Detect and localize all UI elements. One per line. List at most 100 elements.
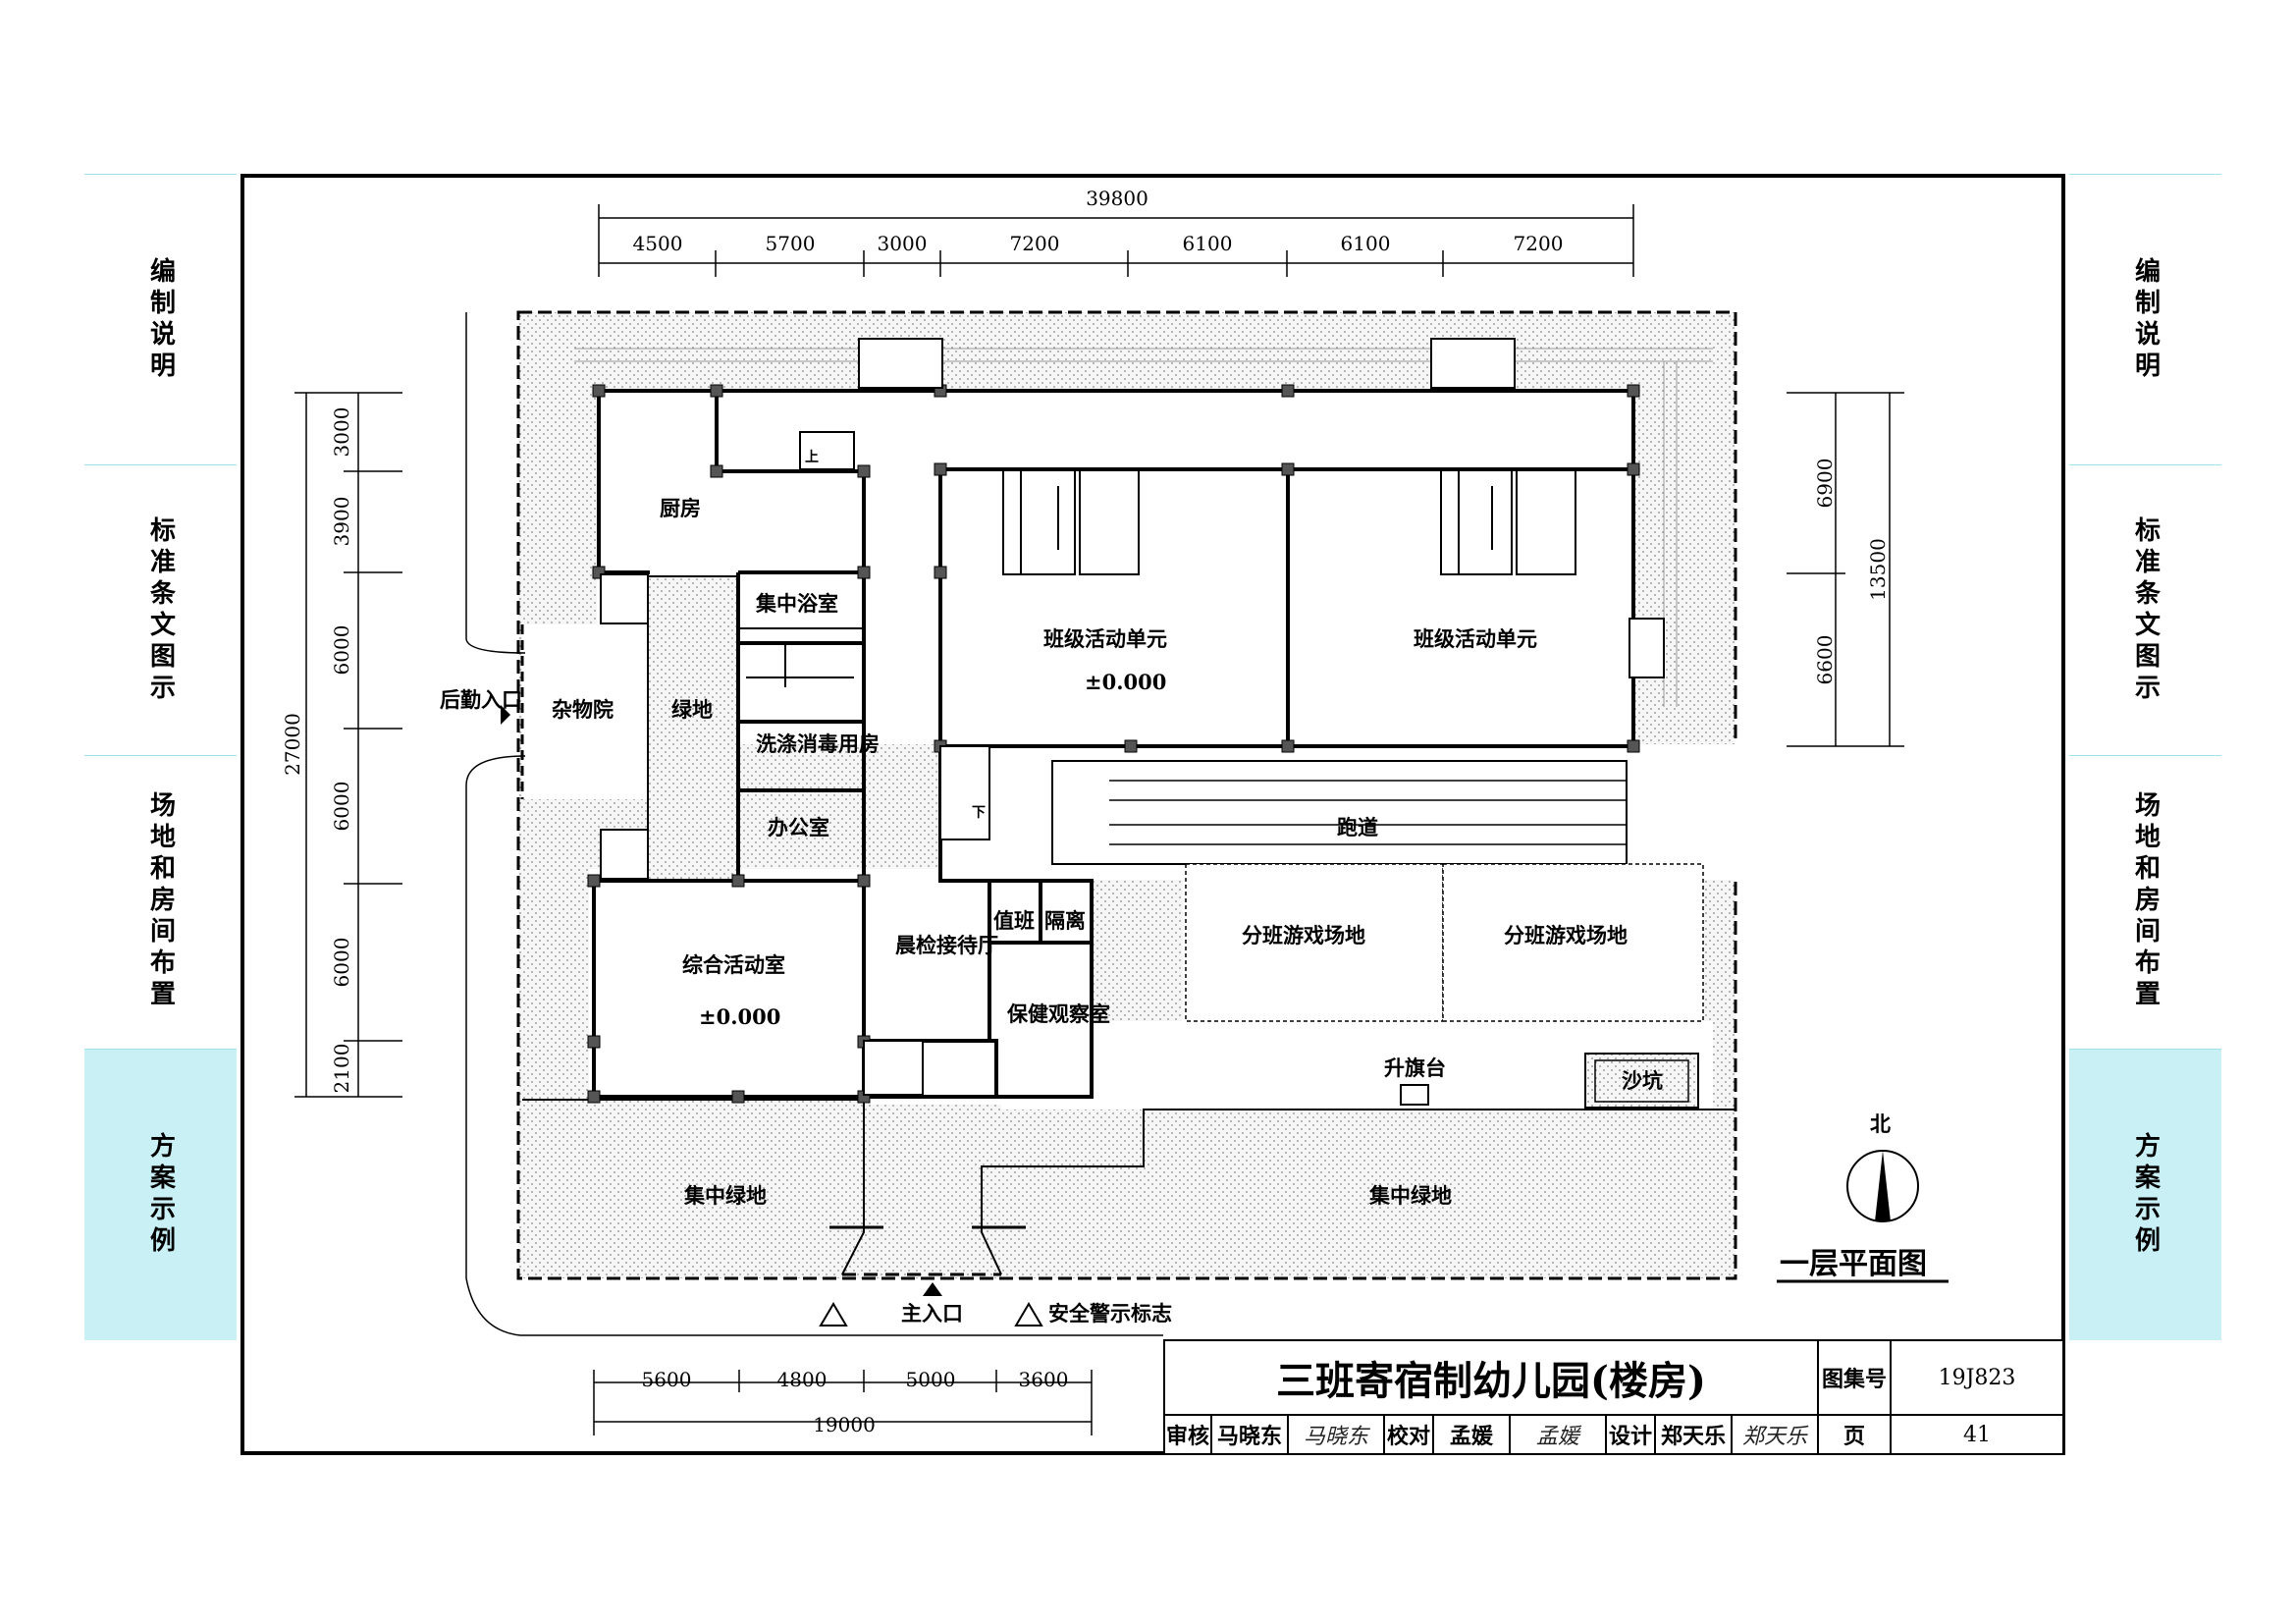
- dim-left: 6000: [330, 938, 353, 988]
- sandpit-label: 沙坑: [1622, 1068, 1663, 1093]
- dim-left: 3900: [330, 497, 353, 547]
- dim-bottom: 5600: [642, 1368, 692, 1391]
- room-office: 办公室: [768, 815, 829, 839]
- green-label-2: 集中绿地: [1368, 1183, 1452, 1208]
- dim-top: 6100: [1183, 232, 1233, 255]
- dim-right: 6900: [1813, 459, 1837, 509]
- nav-label: 标准条文图示: [145, 516, 176, 705]
- stairs: [600, 338, 1665, 1096]
- road-edge: [465, 312, 1163, 1336]
- drawing-set-title: 三班寄宿制幼儿园(楼房): [1163, 1339, 1819, 1416]
- main-entry-label: 主入口: [901, 1301, 963, 1326]
- dim-bottom-total: 19000: [813, 1413, 876, 1436]
- dim-top: 7200: [1514, 232, 1564, 255]
- room-bath: 集中浴室: [755, 591, 838, 616]
- room-isolation: 隔离: [1044, 908, 1086, 933]
- dim-top: 7200: [1010, 232, 1060, 255]
- elevation-1: ±0.000: [1085, 670, 1166, 694]
- dim-left: 3000: [330, 407, 353, 458]
- title-block: 三班寄宿制幼儿园(楼房) 图集号 19J823 审核 马晓东 马晓东 校对 孟媛…: [1163, 1339, 2064, 1455]
- rear-entry-arrow: [501, 705, 510, 725]
- nav-label: 标准条文图示: [2130, 516, 2161, 705]
- columns: [587, 384, 1640, 1104]
- drawing-frame: [240, 174, 2065, 1455]
- nav-item-site[interactable]: 场地和房间布置: [84, 755, 237, 1047]
- dim-bottom: 4800: [777, 1368, 828, 1391]
- checker-name: 孟媛: [1432, 1414, 1511, 1455]
- north-label: 北: [1870, 1111, 1891, 1136]
- nav-item-intro[interactable]: 编制说明: [84, 174, 237, 465]
- nav-label: 方案示例: [2130, 1132, 2161, 1258]
- room-health: 保健观察室: [1006, 1001, 1110, 1026]
- main-entry-arrow: [923, 1282, 942, 1296]
- dim-bottom: 5000: [906, 1368, 956, 1391]
- nav-label: 场地和房间布置: [2130, 791, 2161, 1011]
- checker-signature: 孟媛: [1509, 1414, 1607, 1455]
- room-multi: 综合活动室: [682, 952, 785, 977]
- dim-left: 6000: [330, 625, 353, 676]
- design-label: 设计: [1605, 1414, 1656, 1455]
- sandpit: [1584, 1053, 1699, 1109]
- nav-label: 场地和房间布置: [145, 791, 176, 1011]
- room-green-yard: 绿地: [671, 697, 713, 722]
- play-field-1: 分班游戏场地: [1242, 923, 1365, 947]
- atlas-label: 图集号: [1817, 1339, 1892, 1416]
- rear-entry-label: 后勤入口: [440, 687, 522, 712]
- page-number: 41: [1890, 1414, 2064, 1455]
- warning-icon: [819, 1302, 848, 1326]
- dim-top: 4500: [633, 232, 683, 255]
- nav-item-site-right[interactable]: 场地和房间布置: [2069, 755, 2221, 1047]
- warning-legend-icon: [1014, 1302, 1043, 1326]
- green-label-1: 集中绿地: [683, 1183, 767, 1208]
- play-field-2: 分班游戏场地: [1504, 923, 1628, 947]
- designer-name: 郑天乐: [1654, 1414, 1733, 1455]
- nav-item-examples-right[interactable]: 方案示例: [2069, 1049, 2221, 1340]
- atlas-number: 19J823: [1890, 1339, 2064, 1416]
- room-laundry: 洗涤消毒用房: [756, 731, 880, 756]
- room-reception: 晨检接待厅: [895, 933, 998, 957]
- dim-top: 3000: [878, 232, 928, 255]
- dimension-lines: [294, 204, 1904, 1435]
- dim-top: 5700: [766, 232, 816, 255]
- check-label: 校对: [1383, 1414, 1434, 1455]
- nav-item-standards-right[interactable]: 标准条文图示: [2069, 464, 2221, 756]
- reviewer-signature: 马晓东: [1287, 1414, 1385, 1455]
- elevation-2: ±0.000: [699, 1004, 780, 1029]
- dim-right: 6600: [1813, 635, 1837, 685]
- flag-platform: [1400, 1084, 1429, 1106]
- dim-top-total: 39800: [1086, 187, 1148, 210]
- nav-item-standards[interactable]: 标准条文图示: [84, 464, 237, 756]
- dim-right-total: 13500: [1866, 538, 1890, 601]
- reviewer-name: 马晓东: [1210, 1414, 1289, 1455]
- stair-up: 上: [805, 450, 819, 465]
- review-label: 审核: [1163, 1414, 1212, 1455]
- page-label: 页: [1817, 1414, 1892, 1455]
- dim-top: 6100: [1341, 232, 1391, 255]
- green-outline: [522, 1099, 1735, 1275]
- north-arrow-icon: [1846, 1150, 1919, 1222]
- flag-label: 升旗台: [1384, 1056, 1446, 1080]
- nav-label: 编制说明: [2130, 257, 2161, 383]
- green-yard-area: [647, 575, 739, 882]
- nav-label: 编制说明: [145, 257, 176, 383]
- runway-label: 跑道: [1337, 815, 1378, 839]
- toilet-partitions: [738, 469, 1576, 687]
- dim-left-total: 27000: [281, 713, 304, 776]
- dim-left: 2100: [330, 1044, 353, 1094]
- nav-item-intro-right[interactable]: 编制说明: [2069, 174, 2221, 465]
- runway: [1051, 760, 1628, 865]
- warning-legend-label: 安全警示标志: [1048, 1301, 1172, 1326]
- room-duty: 值班: [993, 908, 1035, 933]
- room-kitchen: 厨房: [660, 496, 701, 520]
- perimeter-blocks: [574, 348, 1713, 707]
- dim-left: 6000: [330, 782, 353, 832]
- room-class-1: 班级活动单元: [1043, 626, 1167, 651]
- play-fields: [1185, 863, 1704, 1022]
- designer-signature: 郑天乐: [1731, 1414, 1819, 1455]
- room-utility-yard: 杂物院: [552, 697, 614, 722]
- drawing-title: 一层平面图: [1780, 1247, 1927, 1281]
- nav-item-examples[interactable]: 方案示例: [84, 1049, 237, 1340]
- stair-down: 下: [972, 805, 986, 821]
- room-class-2: 班级活动单元: [1414, 626, 1537, 651]
- nav-label: 方案示例: [145, 1132, 176, 1258]
